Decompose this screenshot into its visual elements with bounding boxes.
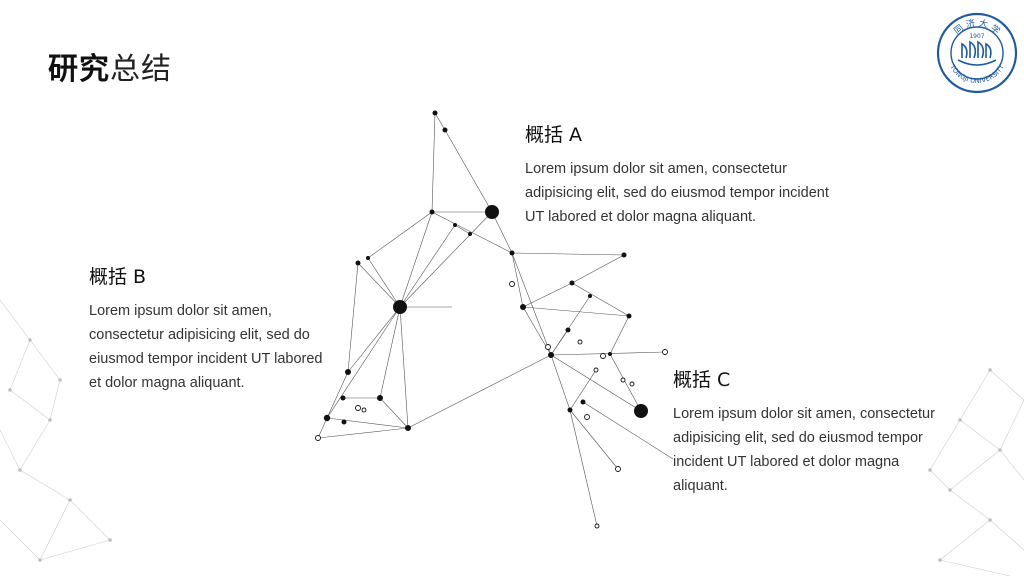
- section-a-body: Lorem ipsum dolor sit amen, consectetur …: [525, 161, 829, 225]
- network-nodes: [323, 110, 648, 431]
- background-mesh-right: [928, 368, 1024, 576]
- page-title-bold: 研究: [48, 52, 110, 87]
- section-b-body: Lorem ipsum dolor sit amen, consectetur …: [89, 303, 323, 391]
- logo-boat-icon: [957, 40, 997, 66]
- section-c-body: Lorem ipsum dolor sit amen, consectetur …: [673, 406, 935, 494]
- university-seal-icon: 同 济 大 学 TONGJI UNIVERSITY 1907: [936, 12, 1018, 94]
- network-edges: [317, 112, 674, 527]
- page-title-light: 总结: [110, 52, 172, 87]
- section-c: 概括 C Lorem ipsum dolor sit amen, consect…: [673, 365, 953, 498]
- section-a-heading: 概括 A: [525, 124, 583, 146]
- section-a: 概括 A Lorem ipsum dolor sit amen, consect…: [525, 120, 845, 229]
- network-hollow-nodes: [315, 281, 668, 529]
- section-b-heading: 概括 B: [89, 266, 147, 288]
- logo-year: 1907: [969, 33, 984, 40]
- section-b: 概括 B Lorem ipsum dolor sit amen, consect…: [89, 262, 329, 395]
- section-c-heading: 概括 C: [673, 369, 731, 391]
- background-mesh-left: [0, 299, 112, 562]
- page-title: 研究总结: [48, 44, 172, 88]
